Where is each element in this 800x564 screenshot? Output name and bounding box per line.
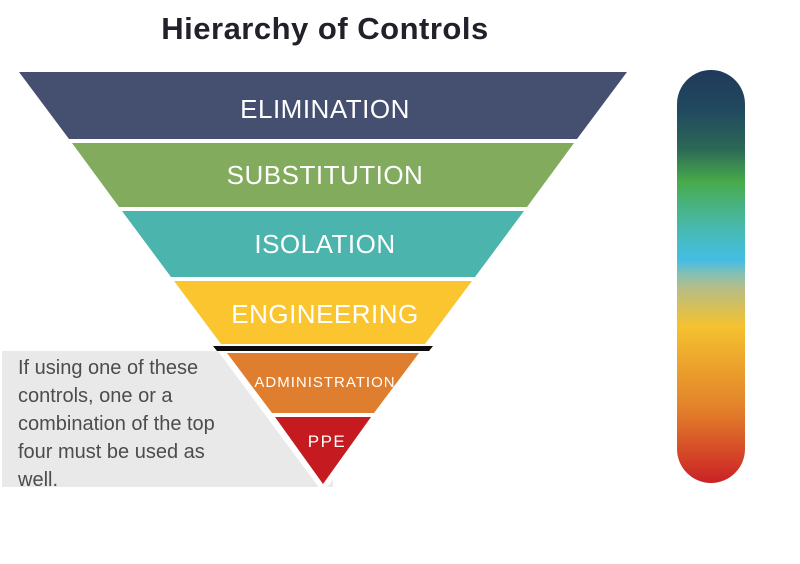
pyramid-label-elimination: ELIMINATION	[240, 94, 410, 124]
note-line: well.	[18, 469, 59, 491]
note-line: controls, one or a	[18, 385, 173, 407]
pyramid-label-ppe: PPE	[308, 432, 347, 451]
note-line: combination of the top	[18, 413, 215, 435]
note-line: four must be used as	[18, 441, 205, 463]
risk-gradient-bar	[677, 70, 745, 483]
pyramid-level-isolation	[122, 211, 524, 277]
pyramid-level-elimination	[19, 72, 627, 139]
pyramid-label-substitution: SUBSTITUTION	[227, 160, 424, 190]
pyramid-label-isolation: ISOLATION	[254, 229, 395, 259]
pyramid-label-administration: ADMINISTRATION	[254, 374, 395, 391]
pyramid-label-engineering: ENGINEERING	[231, 299, 419, 329]
pyramid-level-substitution	[72, 143, 574, 207]
diagram-title: Hierarchy of Controls	[161, 11, 489, 46]
pyramid-level-engineering	[174, 281, 472, 344]
pyramid-level-administration	[227, 353, 419, 413]
divider-line	[213, 346, 433, 351]
pyramid-level-ppe	[275, 417, 371, 484]
note-line: If using one of these	[18, 357, 199, 379]
